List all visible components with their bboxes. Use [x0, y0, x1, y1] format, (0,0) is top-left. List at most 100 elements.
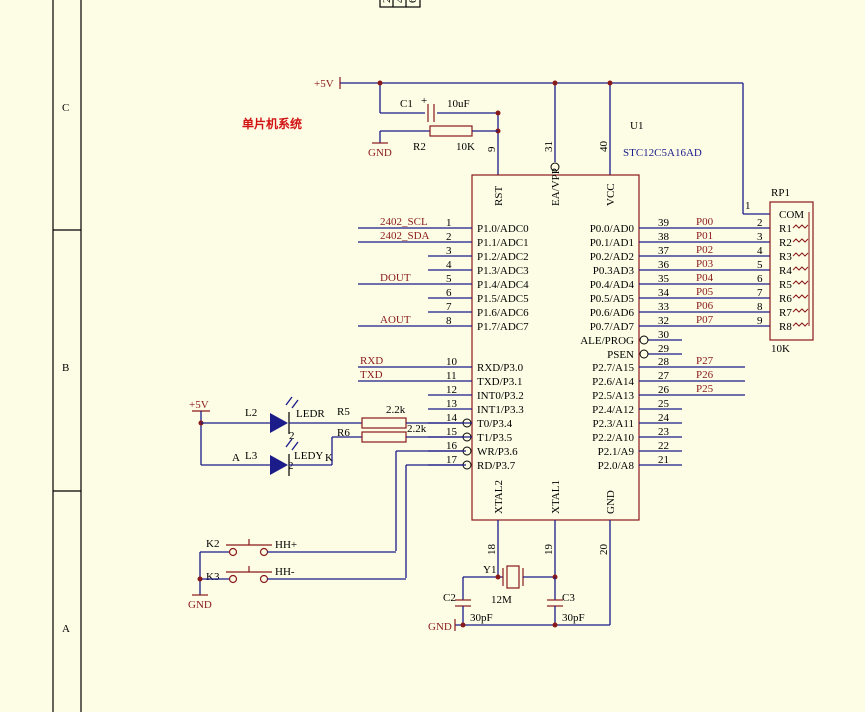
l2-name: LEDR: [296, 408, 325, 420]
mcu-pin-number: 2: [446, 231, 452, 243]
rp1-pin-number: 5: [757, 259, 763, 271]
mcu-pin-number: 16: [446, 440, 458, 452]
mcu-part: STC12C5A16AD: [623, 147, 702, 159]
mcu-pin-number: 7: [446, 301, 452, 313]
mcu-pin-number: 37: [658, 245, 670, 257]
mcu-pin-name: P0.6/AD6: [590, 307, 635, 319]
mcu-pin-name: PSEN: [607, 349, 634, 361]
mcu-pin-name: P0.4/AD4: [590, 279, 635, 291]
net-label: 2402_SDA: [380, 230, 430, 242]
mcu-pin-name: INT1/P3.3: [477, 404, 524, 416]
rp1-pin-number: 1: [745, 200, 751, 212]
mcu-pin-number: 22: [658, 440, 669, 452]
mcu-pin-name: P0.7/AD7: [590, 321, 635, 333]
mcu-pin-name: P2.1/A9: [598, 446, 635, 458]
led-circuit: +5V L2 LEDR 2 L3 LEDY 2 A K R5 2.2k R6: [189, 396, 472, 476]
mcu-pin-name: P2.4/A12: [592, 404, 634, 416]
mcu-pin-number: 29: [658, 343, 670, 355]
mcu-pin-number: 36: [658, 259, 670, 271]
mcu-pin-name: P1.6/ADC6: [477, 307, 529, 319]
c3-ref: C3: [562, 592, 575, 604]
r5-ref: R5: [337, 406, 350, 418]
mcu-pin-name: T0/P3.4: [477, 418, 513, 430]
vcc-top-label: +5V: [314, 78, 334, 90]
c1-value: 10uF: [447, 98, 470, 110]
mcu-pin-name: VCC: [605, 183, 617, 206]
net-label: DOUT: [380, 272, 411, 284]
mcu-pin-number: 27: [658, 370, 670, 382]
mcu-pin-number: 18: [486, 544, 498, 556]
mcu-pin-name: RXD/P3.0: [477, 362, 524, 374]
zone-label-c: C: [62, 102, 69, 114]
mcu-pin-name: P0.3AD3: [593, 265, 635, 277]
mcu-pin-name: P2.6/A14: [592, 376, 634, 388]
rp1-ref: RP1: [771, 187, 790, 199]
vcc-rail: +5V: [314, 77, 770, 215]
mcu-pin-name: P1.4/ADC4: [477, 279, 529, 291]
net-label: P02: [696, 244, 713, 256]
rp1-pin-number: 9: [757, 315, 763, 327]
mcu-pin-name: TXD/P3.1: [477, 376, 523, 388]
crystal-circuit: Y1 12M C2 30pF C3 30pF GND: [428, 520, 611, 633]
top-pin-2: 2: [381, 0, 393, 3]
r5-value: 2.2k: [386, 404, 406, 416]
mcu-pin-number: 14: [446, 412, 458, 424]
mcu-pin-number: 11: [446, 370, 457, 382]
mcu-pin-number: 32: [658, 315, 669, 327]
net-label: P25: [696, 383, 714, 395]
l3-name: LEDY: [294, 450, 323, 462]
mcu-pin-number: 25: [658, 398, 670, 410]
k3-ref: K3: [206, 571, 220, 583]
rp1-value: 10K: [771, 343, 790, 355]
mcu-pin-name: T1/P3.5: [477, 432, 513, 444]
mcu-pin-name: ALE/PROG: [580, 335, 634, 347]
mcu-pin-name: P2.5/A13: [592, 390, 634, 402]
rp1-pin-label: R4: [779, 265, 792, 277]
svg-text:+: +: [421, 95, 427, 107]
y1-ref: Y1: [483, 564, 496, 576]
mcu-pin-number: 39: [658, 217, 670, 229]
rp1-pin-number: 6: [757, 273, 763, 285]
net-label: P06: [696, 300, 714, 312]
mcu-pin-name: P1.5/ADC5: [477, 293, 529, 305]
rp1-pin-label: R7: [779, 307, 792, 319]
c1-ref: C1: [400, 98, 413, 110]
mcu-pin-number: 20: [598, 544, 610, 556]
mcu-pin-number: 17: [446, 454, 458, 466]
mcu-pin-name: RD/P3.7: [477, 460, 516, 472]
net-label: P26: [696, 369, 714, 381]
mcu-pin-number: 4: [446, 259, 452, 271]
net-label: P03: [696, 258, 714, 270]
k2-ref: K2: [206, 538, 219, 550]
node-k-label: K: [325, 452, 333, 464]
mcu-pin-number: 6: [446, 287, 452, 299]
net-label: P05: [696, 286, 714, 298]
rp1-pin-label: R6: [779, 293, 792, 305]
net-label: AOUT: [380, 314, 411, 326]
rp1-pin-label: R3: [779, 251, 792, 263]
